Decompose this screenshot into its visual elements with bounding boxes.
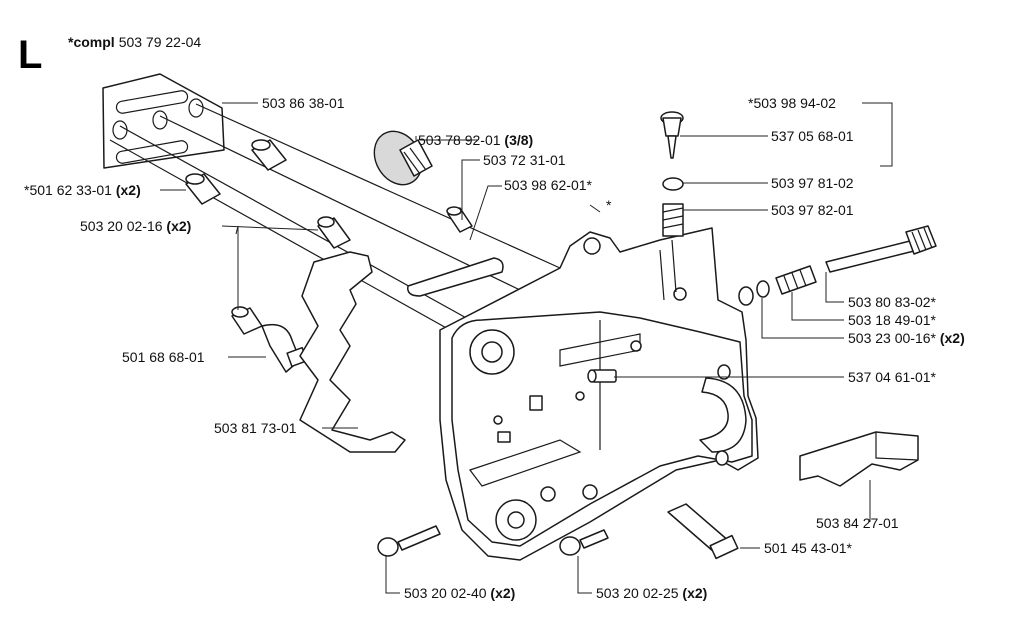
part-label-p13: 503 80 83-02*: [848, 294, 937, 310]
part-label-p9: *503 98 94-02: [748, 95, 836, 111]
guide-plate-503-86-38-01: [102, 73, 225, 169]
screw-503-20-02-16: [317, 216, 351, 249]
clutch-cover-drawing: [102, 73, 937, 561]
part-label-p20: 503 20 02-25 (x2): [596, 585, 707, 601]
leader-lines: [160, 102, 893, 594]
section-letter: L: [18, 33, 42, 77]
part-label-p7: 501 68 68-01: [122, 349, 205, 365]
screw-503-20-02-25: [559, 529, 609, 556]
clutch-cover-housing: [439, 227, 759, 561]
screw-503-20-02-40: [377, 525, 441, 557]
part-label-p10: 537 05 68-01: [771, 128, 854, 144]
part-label-p12: 503 97 82-01: [771, 202, 854, 218]
assembly-code: 503 79 22-04: [119, 34, 202, 50]
part-label-p15: 503 23 00-16* (x2): [848, 330, 965, 346]
part-label-p16: 537 04 61-01*: [848, 369, 937, 385]
part-label-p1: 503 86 38-01: [262, 95, 345, 111]
adjuster-screw-stack: [660, 111, 684, 293]
bushing-503-72-31-01: [446, 206, 473, 233]
part-label-p6: 503 20 02-16 (x2): [80, 218, 191, 234]
part-label-p14: 503 18 49-01*: [848, 312, 937, 328]
spacer-501-62-33-01: [185, 139, 287, 205]
part-label-p19: 503 20 02-40 (x2): [404, 585, 515, 601]
asterisk-marker: *: [606, 197, 612, 213]
part-label-p3: 503 72 31-01: [483, 152, 566, 168]
chain-guide-503-84-27-01: [799, 431, 919, 487]
bolt-501-45-43-01: [667, 503, 739, 560]
tensioner-cap-503-78-92-01: [373, 130, 433, 186]
gasket-503-81-73-01: [299, 251, 406, 453]
chain-catcher-503-98-62-01: [407, 257, 504, 297]
bracket-501-68-68-01: [231, 306, 308, 373]
part-label-p11: 503 97 81-02: [771, 175, 854, 191]
part-labels: 503 86 38-01 503 78 92-01 (3/8) 503 72 3…: [24, 95, 965, 601]
part-label-p4: 503 98 62-01*: [504, 177, 593, 193]
part-label-p5: *501 62 33-01 (x2): [24, 182, 141, 198]
part-label-p8: 503 81 73-01: [214, 420, 297, 436]
spring-and-washers: [738, 265, 817, 306]
plug-537-04-61-01: [587, 369, 617, 383]
adjuster-rod-503-80-83-02: [825, 225, 937, 273]
part-label-p17: 503 84 27-01: [816, 515, 899, 531]
assembly-prefix: *compl: [68, 34, 115, 50]
part-label-p2: 503 78 92-01 (3/8): [418, 132, 533, 148]
part-label-p18: 501 45 43-01*: [764, 540, 853, 556]
